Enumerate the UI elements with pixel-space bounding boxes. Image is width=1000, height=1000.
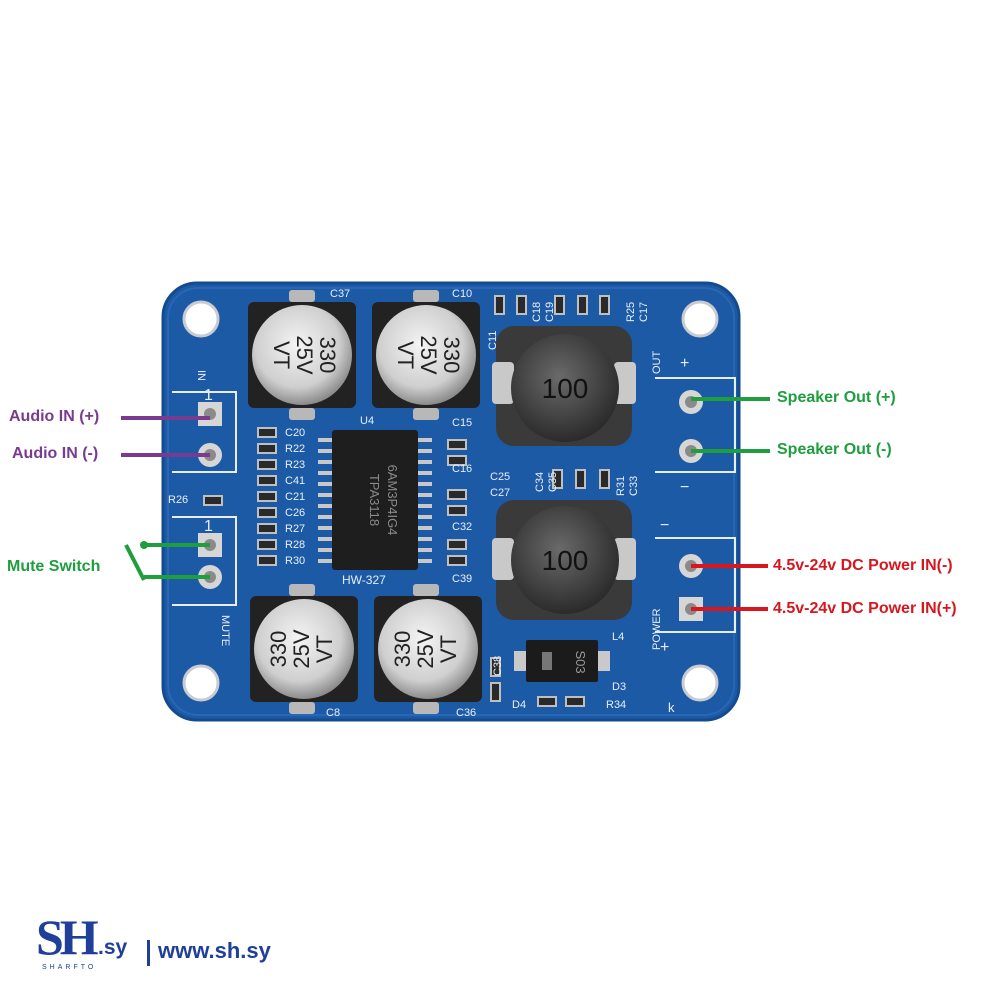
brand-logo[interactable]: SH .sy SHARFTO www.sh.sy [36, 908, 306, 978]
amplifier-chip: 6AM3P4IG4 TPA3118 [318, 430, 432, 570]
capacitor-value: 330 [266, 631, 291, 668]
silk-c38: C38 [492, 656, 504, 676]
capacitor-voltage: 25V [289, 629, 314, 668]
silk-out: OUT [651, 351, 663, 375]
silk-c21: C21 [285, 491, 305, 503]
silk-c33: C33 [628, 476, 640, 496]
diode-d3: S03 [514, 640, 610, 682]
callout-audio-in-plus: Audio IN (+) [9, 408, 100, 425]
silk-mute: MUTE [219, 615, 231, 646]
capacitor-series: VT [269, 341, 294, 369]
silk-r28: R28 [285, 539, 305, 551]
capacitor-series: VT [393, 341, 418, 369]
callout-lines [121, 397, 770, 611]
silk-c25: C25 [490, 471, 510, 483]
silk-r30: R30 [285, 555, 305, 567]
diode-marking: S03 [573, 650, 588, 673]
capacitor-voltage: 25V [292, 335, 317, 374]
silk-c41: C41 [285, 475, 305, 487]
smd-components [203, 295, 610, 707]
silk-c34: C34 [534, 472, 546, 492]
silk-c8: C8 [326, 707, 340, 719]
silk-c39: C39 [452, 573, 472, 585]
silk-r27: R27 [285, 523, 305, 535]
silk-c20: C20 [285, 427, 305, 439]
silk-r25: R25 [625, 302, 637, 322]
silk-c16: C16 [452, 463, 472, 475]
silk-l4: L4 [612, 631, 624, 643]
capacitor-value: 330 [390, 631, 415, 668]
chip-marking-1: 6AM3P4IG4 [385, 465, 400, 536]
silk-c37: C37 [330, 288, 350, 300]
silkscreen-labels: C37 C10 C8 C36 C18 C19 R25 C17 C11 C20 R… [168, 288, 689, 719]
silk-power-minus: − [660, 517, 669, 534]
inductor-top: 100 [492, 326, 636, 446]
logo-subtext: SHARFTO [42, 964, 97, 971]
silk-c15: C15 [452, 417, 472, 429]
silk-r31: R31 [615, 476, 627, 496]
capacitor-c8: 330 25V VT [250, 584, 358, 714]
silk-out-minus: − [680, 479, 689, 496]
silk-c27: C27 [490, 487, 510, 499]
capacitor-value: 330 [439, 337, 464, 374]
callout-power-in-plus: 4.5v-24v DC Power IN(+) [773, 600, 957, 617]
capacitor-series: VT [436, 635, 461, 663]
capacitor-c10: 330 25V VT [372, 290, 480, 420]
capacitor-c37: 330 25V VT [248, 290, 356, 420]
silk-c19: C19 [544, 302, 556, 322]
silk-hw327: HW-327 [342, 573, 386, 587]
callout-audio-in-minus: Audio IN (-) [12, 445, 99, 462]
silk-c35: C35 [547, 472, 559, 492]
callout-speaker-out-plus: Speaker Out (+) [777, 389, 896, 406]
silk-k: k [668, 700, 675, 715]
silk-r22: R22 [285, 443, 305, 455]
terminal-outlines [172, 377, 736, 633]
inductor-value: 100 [542, 545, 589, 576]
capacitor-series: VT [312, 635, 337, 663]
silk-pin1-mute: 1 [204, 518, 213, 535]
silk-c26: C26 [285, 507, 305, 519]
logo-mark: SH [36, 909, 99, 965]
silk-c17: C17 [638, 302, 650, 322]
inductor-bottom: 100 [492, 500, 636, 620]
capacitor-value: 330 [315, 337, 340, 374]
logo-suffix: .sy [98, 936, 128, 959]
silk-c11: C11 [487, 331, 499, 350]
silk-c10: C10 [452, 288, 472, 300]
inductor-value: 100 [542, 373, 589, 404]
silk-power-plus: + [660, 639, 669, 656]
silk-pin1-in: 1 [204, 387, 213, 404]
silk-r34: R34 [606, 699, 626, 711]
silk-u4: U4 [360, 415, 374, 427]
silk-c18: C18 [531, 302, 543, 322]
chip-marking-2: TPA3118 [367, 474, 382, 526]
logo-divider [147, 940, 150, 966]
logo-url-link[interactable]: www.sh.sy [158, 938, 271, 963]
capacitor-voltage: 25V [413, 629, 438, 668]
capacitor-c36: 330 25V VT [374, 584, 482, 714]
silk-c36: C36 [456, 707, 476, 719]
silk-d3: D3 [612, 681, 626, 693]
silk-power: POWER [651, 608, 663, 650]
silk-out-plus: + [680, 355, 689, 372]
silk-c32: C32 [452, 521, 472, 533]
callout-mute-switch: Mute Switch [7, 558, 101, 575]
callout-power-in-minus: 4.5v-24v DC Power IN(-) [773, 557, 953, 574]
silk-r26: R26 [168, 494, 188, 506]
mounting-holes [182, 300, 719, 702]
silk-r23: R23 [285, 459, 305, 471]
silk-in: IN [195, 370, 207, 381]
callout-speaker-out-minus: Speaker Out (-) [777, 441, 892, 458]
silk-d4: D4 [512, 699, 526, 711]
capacitor-voltage: 25V [416, 335, 441, 374]
